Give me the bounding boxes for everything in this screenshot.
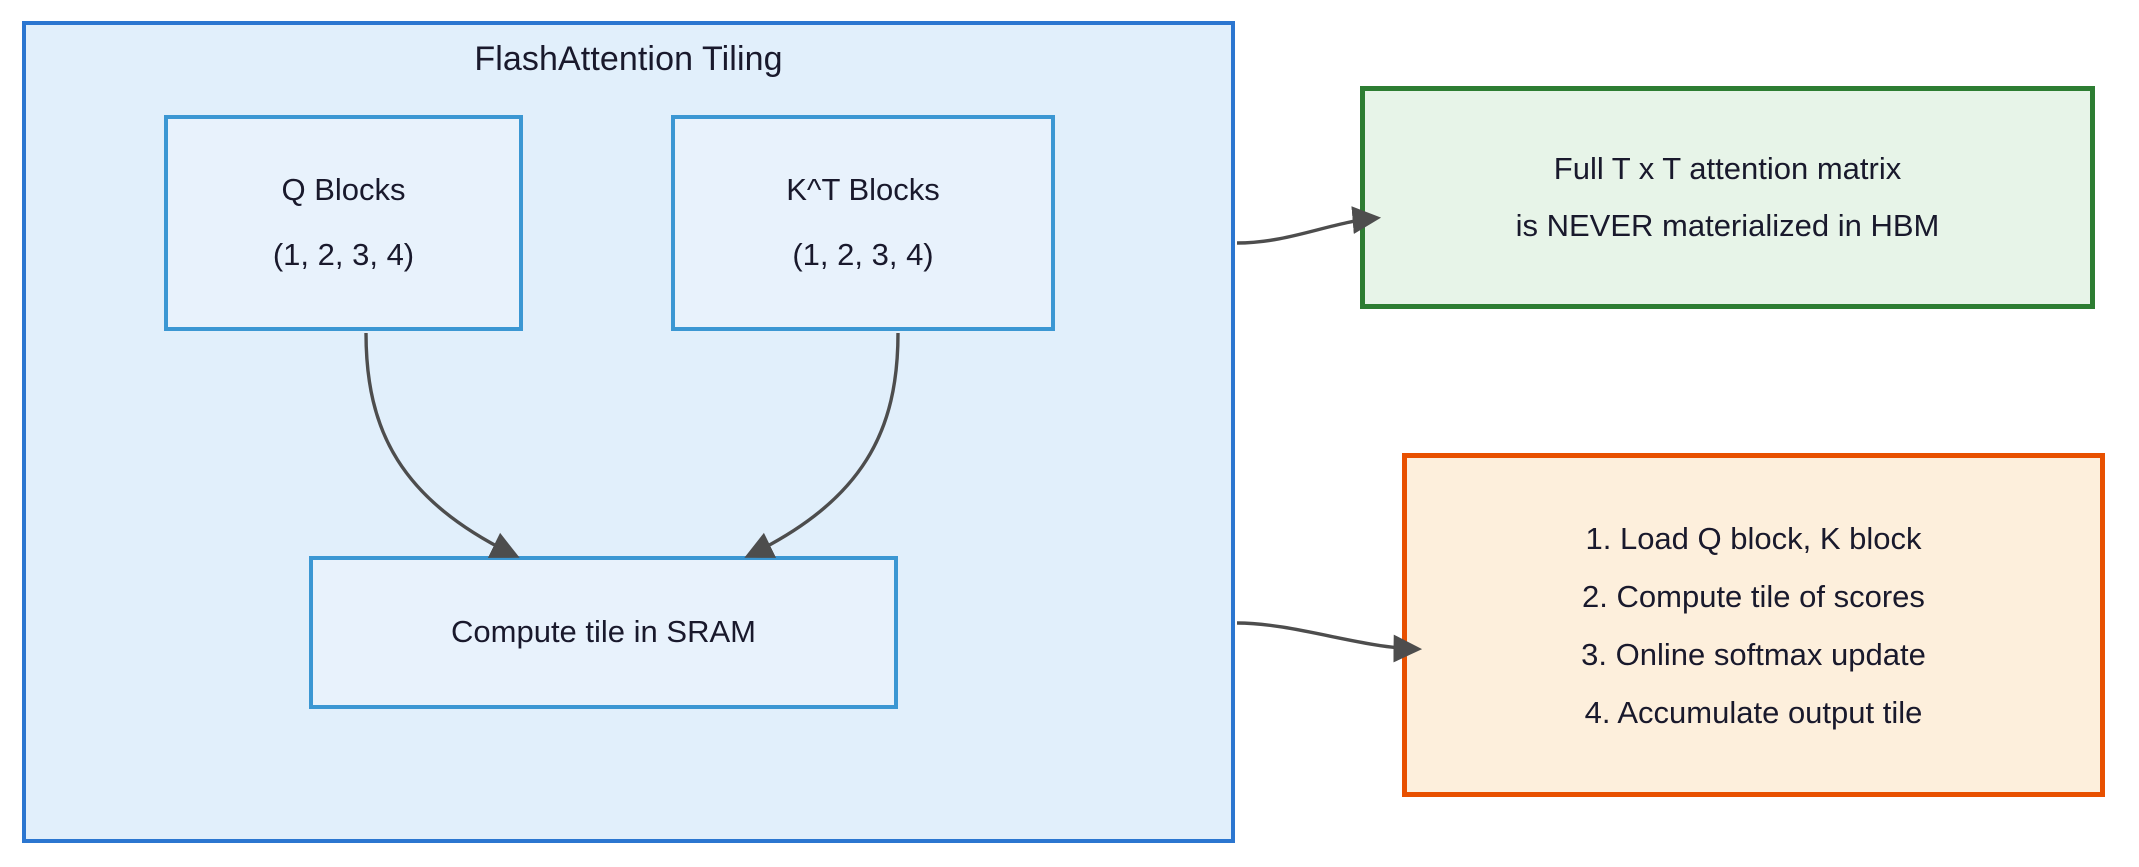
step-item-3: 3. Online softmax update bbox=[1581, 636, 1926, 672]
step-item-4: 4. Accumulate output tile bbox=[1584, 694, 1923, 730]
step-item-1: 1. Load Q block, K block bbox=[1585, 520, 1922, 556]
q-blocks-title: Q Blocks bbox=[281, 172, 406, 208]
compute-sram-label: Compute tile in SRAM bbox=[451, 614, 756, 650]
note-line-2: is NEVER materialized in HBM bbox=[1515, 207, 1940, 243]
note-kernel-steps[interactable]: 1. Load Q block, K block 2. Compute tile… bbox=[1402, 453, 2105, 797]
arrow-container-to-steps bbox=[1236, 621, 1423, 663]
note-line-1: Full T x T attention matrix bbox=[1553, 150, 1902, 186]
step-item-2: 2. Compute tile of scores bbox=[1582, 578, 1925, 614]
kt-blocks-title: K^T Blocks bbox=[786, 172, 940, 208]
kt-blocks-indices: (1, 2, 3, 4) bbox=[792, 237, 934, 272]
node-q-blocks[interactable]: Q Blocks (1, 2, 3, 4) bbox=[164, 115, 523, 331]
container-title: FlashAttention Tiling bbox=[474, 40, 783, 78]
node-kt-blocks[interactable]: K^T Blocks (1, 2, 3, 4) bbox=[671, 115, 1055, 331]
node-compute-tile-sram[interactable]: Compute tile in SRAM bbox=[309, 556, 898, 709]
note-no-materialization[interactable]: Full T x T attention matrix is NEVER mat… bbox=[1360, 86, 2095, 309]
q-blocks-indices: (1, 2, 3, 4) bbox=[272, 237, 415, 272]
arrow-container-to-note bbox=[1236, 206, 1382, 245]
